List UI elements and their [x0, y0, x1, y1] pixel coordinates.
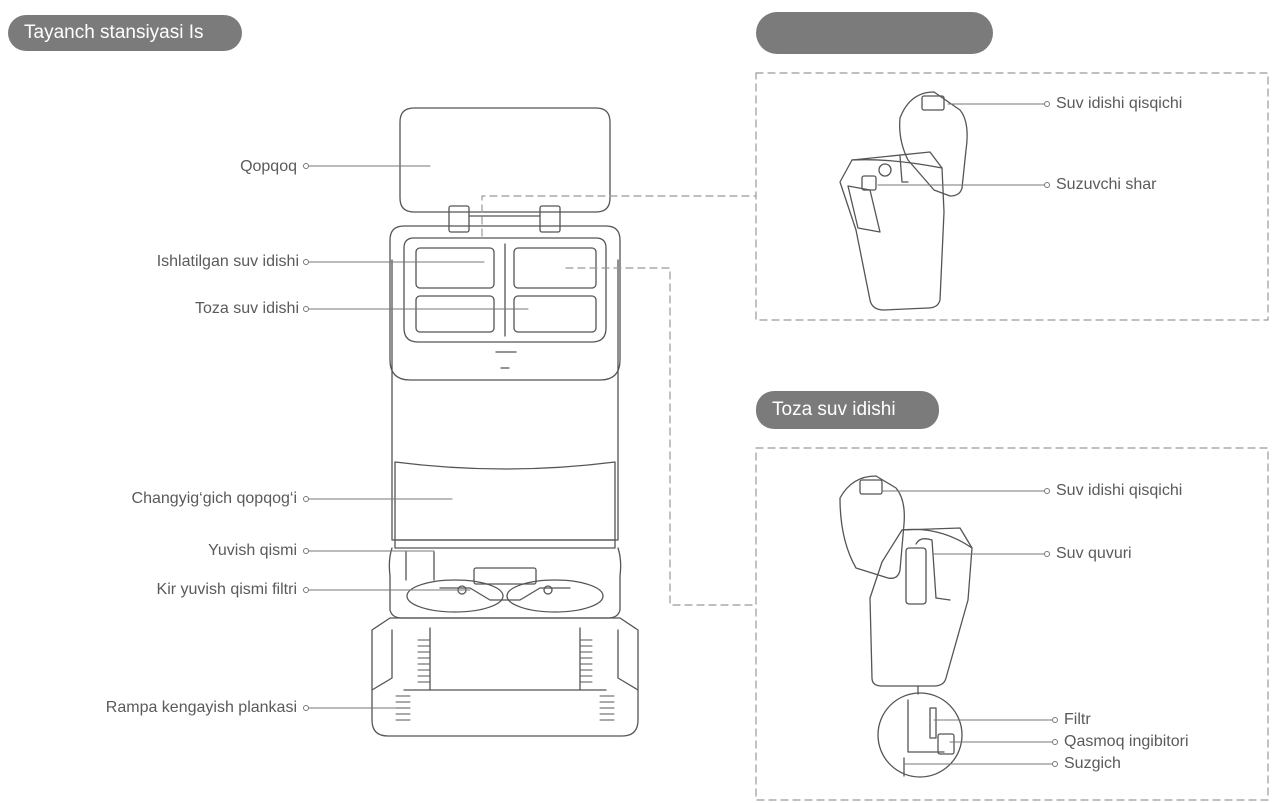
used-tank-drawing — [839, 91, 968, 311]
left-leaders — [303, 163, 529, 711]
dashed-connectors — [481, 72, 1269, 801]
label-filter: Filtr — [1064, 711, 1091, 728]
label-used-water-tank: Ishlatilgan suv idishi — [156, 253, 299, 270]
label-used-tank-clip: Suv idishi qisqichi — [1056, 95, 1183, 112]
label-wash-section: Yuvish qismi — [208, 542, 297, 559]
lid-shape — [399, 107, 611, 213]
right-leaders — [877, 101, 1058, 767]
zoom-circle — [877, 692, 963, 778]
scale-inhibitor-part — [937, 733, 955, 755]
label-water-pipe: Suv quvuri — [1056, 545, 1132, 562]
base-station-drawing — [371, 107, 639, 737]
used-water-tank-shape — [415, 247, 495, 289]
label-ramp-extension: Rampa kengayish plankasi — [105, 699, 297, 716]
header-clean-tank: Toza suv idishi — [756, 391, 939, 429]
header-used-tank — [756, 12, 993, 54]
hinge-right — [539, 205, 561, 233]
clean-tank-drawing — [839, 475, 973, 778]
wash-section — [388, 547, 622, 619]
label-clean-water-tank: Toza suv idishi — [194, 300, 299, 317]
body-upper — [389, 225, 621, 381]
header-base-station: Tayanch stansiyasi Is — [8, 15, 242, 51]
label-float: Suzgich — [1064, 755, 1121, 772]
clean-tank-panel-frame — [755, 447, 1269, 801]
label-float-ball: Suzuvchi shar — [1056, 176, 1157, 193]
used-tank-lid — [899, 91, 968, 197]
label-scale-inhibitor: Qasmoq ingibitori — [1064, 733, 1189, 750]
ramp-shape — [371, 617, 639, 737]
label-wash-section-filter: Kir yuvish qismi filtri — [156, 581, 297, 598]
used-tank-panel-frame — [755, 72, 1269, 321]
clean-tank-lid — [839, 475, 905, 579]
label-dust-collector-lid: Changyig‘gich qopqog‘i — [131, 490, 297, 507]
hinge-left — [448, 205, 470, 233]
label-lid: Qopqoq — [240, 158, 297, 175]
dust-lid-shape — [394, 461, 616, 541]
label-clean-tank-clip: Suv idishi qisqichi — [1056, 482, 1183, 499]
